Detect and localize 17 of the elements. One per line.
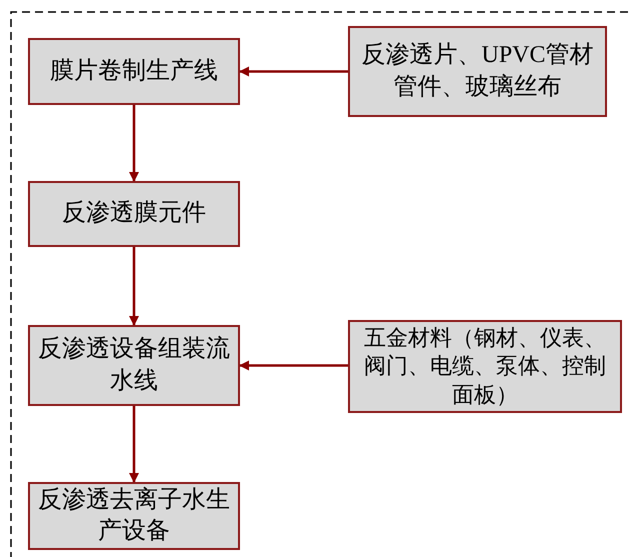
- arrow: [129, 105, 139, 182]
- arrow: [239, 66, 348, 76]
- arrow: [129, 247, 139, 326]
- arrow: [239, 360, 348, 370]
- box-label: 膜片卷制生产线: [50, 56, 218, 86]
- box-label: 反渗透去离子水生产设备: [38, 486, 230, 546]
- process-box: [348, 26, 607, 117]
- arrow: [129, 406, 139, 483]
- process-box: [28, 482, 240, 550]
- box-label: 五金材料（钢材、仪表、阀门、电缆、泵体、控制面板）: [363, 324, 607, 409]
- box-label: 反渗透片、UPVC管材管件、玻璃丝布: [360, 41, 595, 102]
- process-box: [348, 320, 622, 413]
- box-label: 反渗透膜元件: [62, 199, 206, 228]
- process-box: [28, 38, 240, 105]
- box-label: 反渗透设备组装流水线: [38, 334, 230, 396]
- process-box: [28, 181, 240, 247]
- process-box: [28, 325, 240, 406]
